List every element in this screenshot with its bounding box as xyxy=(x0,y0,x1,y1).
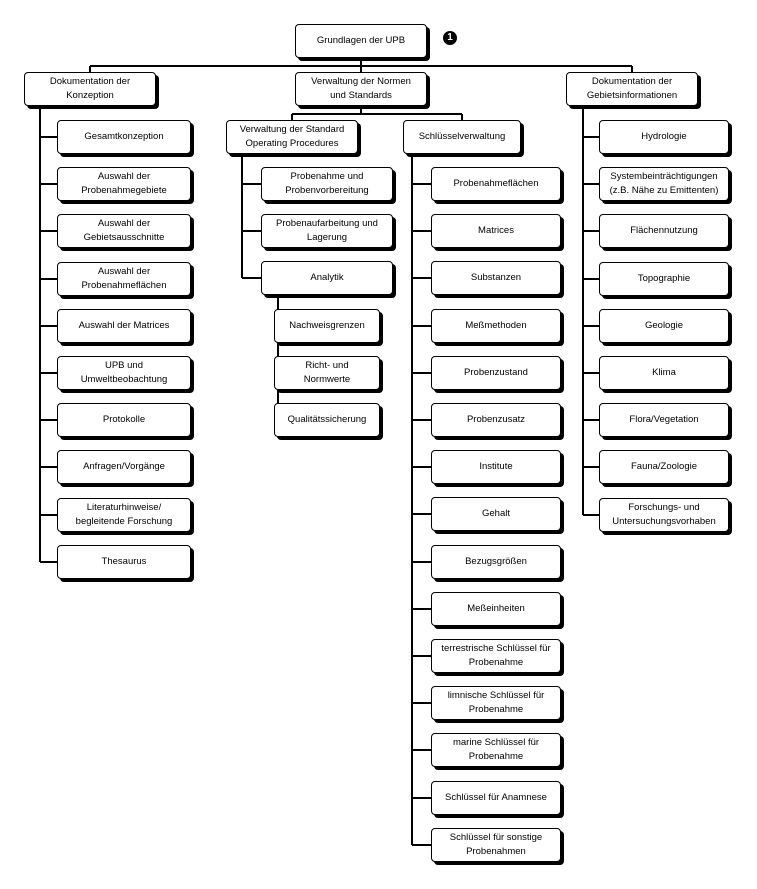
konzeption-item-protokolle[interactable]: Protokolle xyxy=(57,403,191,437)
key-item-schluessel-fuer-anamnese[interactable]: Schlüssel für Anamnese xyxy=(431,781,561,815)
root-node[interactable]: Grundlagen der UPB xyxy=(295,24,427,58)
gebiet-item-hydrologie[interactable]: Hydrologie xyxy=(599,120,729,154)
gebiet-item-flaechennutzung[interactable]: Flächennutzung xyxy=(599,214,729,248)
key-item-marine-schluessel-fuer-probenahme[interactable]: marine Schlüssel für Probenahme xyxy=(431,733,561,767)
sop-item-analytik[interactable]: Analytik xyxy=(261,261,393,295)
konzeption-item-thesaurus[interactable]: Thesaurus xyxy=(57,545,191,579)
key-item-terrestrische-schluessel-fuer-probenahme[interactable]: terrestrische Schlüssel für Probenahme xyxy=(431,639,561,673)
sop-node[interactable]: Verwaltung der Standard Operating Proced… xyxy=(226,120,358,154)
key-item-probenahmeflaechen[interactable]: Probenahmeflächen xyxy=(431,167,561,201)
key-item-gehalt[interactable]: Gehalt xyxy=(431,497,561,531)
key-item-messeinheiten[interactable]: Meßeinheiten xyxy=(431,592,561,626)
konzeption-item-upb-und-umweltbeobachtung[interactable]: UPB und Umweltbeobachtung xyxy=(57,356,191,390)
sop-item-probenahme-und-probenvorbereitung[interactable]: Probenahme und Probenvorbereitung xyxy=(261,167,393,201)
gebiet-item-fauna-zoologie[interactable]: Fauna/Zoologie xyxy=(599,450,729,484)
analytik-item-nachweisgrenzen[interactable]: Nachweisgrenzen xyxy=(274,309,380,343)
konzeption-item-auswahl-der-gebietsausschnitte[interactable]: Auswahl der Gebietsausschnitte xyxy=(57,214,191,248)
gebiet-item-klima[interactable]: Klima xyxy=(599,356,729,390)
key-item-probenzusatz[interactable]: Probenzusatz xyxy=(431,403,561,437)
keys-node[interactable]: Schlüsselverwaltung xyxy=(403,120,521,154)
gebiet-item-systembeintraechtigungen-z-b-naehe-zu-emittenten[interactable]: Systembeinträchtigungen (z.B. Nähe zu Em… xyxy=(599,167,729,201)
gebiet-item-topographie[interactable]: Topographie xyxy=(599,262,729,296)
column-node-normen[interactable]: Verwaltung der Normen und Standards xyxy=(295,72,427,106)
konzeption-item-gesamtkonzeption[interactable]: Gesamtkonzeption xyxy=(57,120,191,154)
key-item-matrices[interactable]: Matrices xyxy=(431,214,561,248)
analytik-item-richt-und-normwerte[interactable]: Richt- und Normwerte xyxy=(274,356,380,390)
key-item-bezugsgroessen[interactable]: Bezugsgrößen xyxy=(431,545,561,579)
key-item-probenzustand[interactable]: Probenzustand xyxy=(431,356,561,390)
sop-item-probenaufarbeitung-und-lagerung[interactable]: Probenaufarbeitung und Lagerung xyxy=(261,214,393,248)
key-item-schluessel-fuer-sonstige-probenahmen[interactable]: Schlüssel für sonstige Probenahmen xyxy=(431,828,561,862)
gebiet-item-geologie[interactable]: Geologie xyxy=(599,309,729,343)
konzeption-item-auswahl-der-probenahmeflaechen[interactable]: Auswahl der Probenahmeflächen xyxy=(57,262,191,296)
column-node-konzeption[interactable]: Dokumentation der Konzeption xyxy=(24,72,156,106)
gebiet-item-forschungs-und-untersuchungsvorhaben[interactable]: Forschungs- und Untersuchungsvorhaben xyxy=(599,498,729,532)
konzeption-item-literaturhinweise-begleitende-forschung[interactable]: Literaturhinweise/ begleitende Forschung xyxy=(57,498,191,532)
key-item-messmethoden[interactable]: Meßmethoden xyxy=(431,309,561,343)
analytik-item-qualitaetssicherung[interactable]: Qualitätssicherung xyxy=(274,403,380,437)
konzeption-item-anfragen-vorgaenge[interactable]: Anfragen/Vorgänge xyxy=(57,450,191,484)
key-item-institute[interactable]: Institute xyxy=(431,450,561,484)
konzeption-item-auswahl-der-probenahmegebiete[interactable]: Auswahl der Probenahmegebiete xyxy=(57,167,191,201)
gebiet-item-flora-vegetation[interactable]: Flora/Vegetation xyxy=(599,403,729,437)
step-number-badge: 1 xyxy=(443,31,457,45)
column-node-gebiet[interactable]: Dokumentation der Gebietsinformationen xyxy=(566,72,698,106)
key-item-limnische-schluessel-fuer-probenahme[interactable]: limnische Schlüssel für Probenahme xyxy=(431,686,561,720)
key-item-substanzen[interactable]: Substanzen xyxy=(431,261,561,295)
konzeption-item-auswahl-der-matrices[interactable]: Auswahl der Matrices xyxy=(57,309,191,343)
